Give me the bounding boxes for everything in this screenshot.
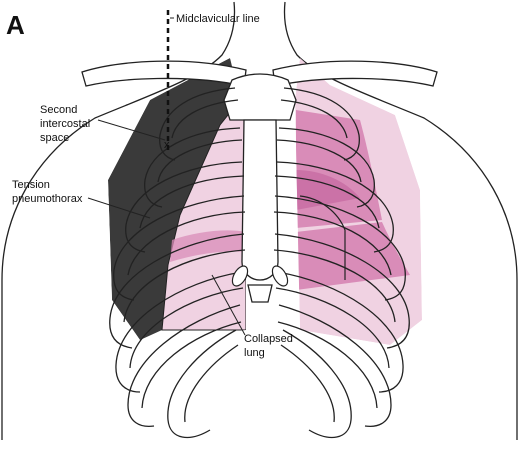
svg-text:intercostal: intercostal xyxy=(40,118,90,130)
svg-text:space: space xyxy=(40,132,69,144)
svg-text:Tension: Tension xyxy=(12,179,50,191)
intercostal-label: Second intercostal space xyxy=(40,104,90,144)
panel-letter: A xyxy=(6,10,25,40)
needle-site-mark: x xyxy=(164,139,170,151)
collapsed-lung-label: Collapsed lung xyxy=(244,333,293,359)
svg-text:lung: lung xyxy=(244,347,265,359)
svg-text:Collapsed: Collapsed xyxy=(244,333,293,345)
midclavicular-label: Midclavicular line xyxy=(176,13,260,25)
tension-label: Tension pneumothorax xyxy=(12,179,83,205)
svg-text:pneumothorax: pneumothorax xyxy=(12,193,83,205)
svg-text:Second: Second xyxy=(40,104,77,116)
